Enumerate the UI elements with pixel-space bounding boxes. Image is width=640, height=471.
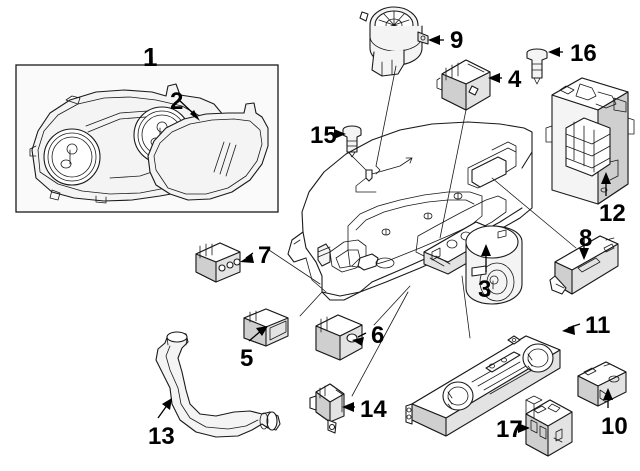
callout-6: 6: [371, 322, 385, 349]
part-console-trim-bracket: [549, 235, 619, 295]
part-body-control-module: [545, 77, 635, 205]
part-seat-heater-switch: [525, 395, 573, 457]
callout-9: 9: [450, 27, 464, 54]
callout-13: 13: [148, 423, 175, 450]
callout-14: 14: [360, 396, 387, 423]
part-cluster-lens-cover: [147, 102, 269, 201]
part-accessory-switch: [315, 314, 363, 361]
callout-10: 10: [601, 413, 628, 440]
callout-17: 17: [496, 416, 523, 443]
callout-15: 15: [310, 122, 337, 149]
leader-lines: [151, 35, 613, 433]
part-hazard-warning-switch: [436, 59, 491, 111]
part-audio-control-knob: [465, 225, 523, 305]
callout-4: 4: [508, 66, 522, 93]
part-multi-pin-switch: [195, 242, 241, 283]
part-impact-sensor: [309, 383, 345, 434]
part-retainer-clip-large: [342, 125, 362, 158]
part-duct-hose: [155, 331, 281, 438]
part-retainer-clip-small: [526, 48, 548, 85]
callout-2: 2: [170, 88, 184, 115]
callout-7: 7: [258, 242, 272, 269]
callout-11: 11: [585, 312, 611, 339]
callout-1: 1: [143, 42, 158, 72]
callout-16: 16: [570, 40, 597, 67]
callout-3: 3: [478, 276, 492, 303]
callout-5: 5: [240, 345, 254, 372]
part-usb-power-outlet: [577, 361, 627, 407]
callout-12: 12: [599, 200, 626, 227]
callout-8: 8: [579, 225, 593, 252]
part-hvac-control-panel: [405, 335, 561, 437]
part-blower-motor: [359, 6, 429, 77]
